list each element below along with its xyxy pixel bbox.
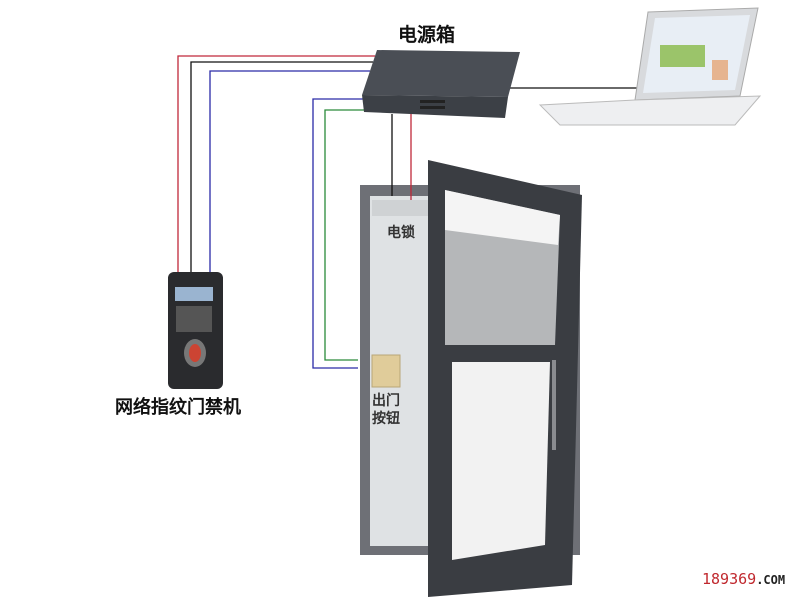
exit-button-device [371, 354, 401, 388]
laptop [538, 7, 762, 126]
wire-black-reader [190, 61, 373, 275]
exit-button-label-line2: 按钮 [372, 411, 400, 427]
electric-lock-label: 电锁 [387, 225, 415, 241]
wire-blue-reader [209, 70, 370, 275]
wire-red-reader [177, 55, 375, 275]
exit-button-label-line1: 出门 [372, 393, 400, 409]
fingerprint-reader-label: 网络指纹门禁机 [115, 397, 241, 418]
watermark-number: 189369 [702, 570, 757, 588]
open-door [428, 160, 582, 597]
wire-green-button [324, 109, 367, 361]
watermark-suffix: .COM [756, 573, 786, 587]
watermark: 189369.COM [702, 570, 785, 588]
wiring [177, 55, 640, 369]
fingerprint-reader-device [168, 272, 223, 389]
wire-blue-button [312, 98, 364, 369]
power-box [362, 50, 520, 118]
power-box-label: 电源箱 [398, 24, 456, 46]
